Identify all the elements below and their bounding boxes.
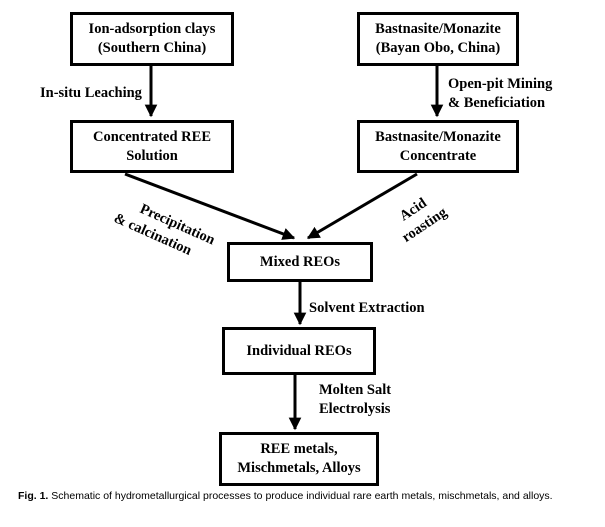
arrow-acid-roasting: [306, 172, 418, 240]
label-solvent-extraction: Solvent Extraction: [309, 299, 425, 318]
box-line: Concentrate: [399, 147, 477, 164]
box-bastnasite-monazite-ore: Bastnasite/Monazite (Bayan Obo, China): [357, 12, 519, 66]
label-line: Electrolysis: [319, 401, 391, 417]
box-line: Solution: [126, 147, 178, 164]
box-ion-adsorption-clays: Ion-adsorption clays (Southern China): [70, 12, 234, 66]
box-line: Bastnasite/Monazite: [375, 128, 501, 145]
caption-text: Schematic of hydrometallurgical processe…: [51, 490, 553, 502]
box-line: Individual REOs: [246, 342, 352, 359]
box-line: (Southern China): [97, 40, 207, 56]
box-individual-reos: Individual REOs: [222, 327, 376, 375]
label-line: Solvent Extraction: [309, 300, 425, 316]
box-bastnasite-monazite-concentrate: Bastnasite/Monazite Concentrate: [357, 120, 519, 173]
label-line: Molten Salt: [319, 382, 392, 398]
box-line: Ion-adsorption clays: [88, 21, 216, 37]
figure-caption: Fig. 1. Schematic of hydrometallurgical …: [18, 490, 598, 502]
label-line: Open-pit Mining: [448, 76, 553, 92]
label-line: & Beneficiation: [448, 95, 546, 111]
label-line: In-situ Leaching: [40, 85, 142, 101]
box-line: Mixed REOs: [259, 253, 341, 270]
box-concentrated-ree-solution: Concentrated REE Solution: [70, 120, 234, 173]
label-molten-salt-electrolysis: Molten Salt Electrolysis: [319, 381, 391, 419]
box-line: (Bayan Obo, China): [375, 40, 501, 56]
arrow-precipitation-calcination: [124, 172, 296, 240]
caption-label: Fig. 1.: [18, 490, 49, 502]
label-open-pit-mining: Open-pit Mining & Beneficiation: [448, 75, 552, 113]
label-in-situ-leaching: In-situ Leaching: [40, 84, 142, 103]
box-line: Bastnasite/Monazite: [375, 21, 501, 37]
box-line: REE metals,: [260, 441, 338, 457]
box-line: Mischmetals, Alloys: [237, 460, 361, 476]
box-line: Concentrated REE: [92, 128, 211, 145]
box-ree-metals: REE metals, Mischmetals, Alloys: [219, 432, 379, 486]
box-mixed-reos: Mixed REOs: [227, 242, 373, 282]
